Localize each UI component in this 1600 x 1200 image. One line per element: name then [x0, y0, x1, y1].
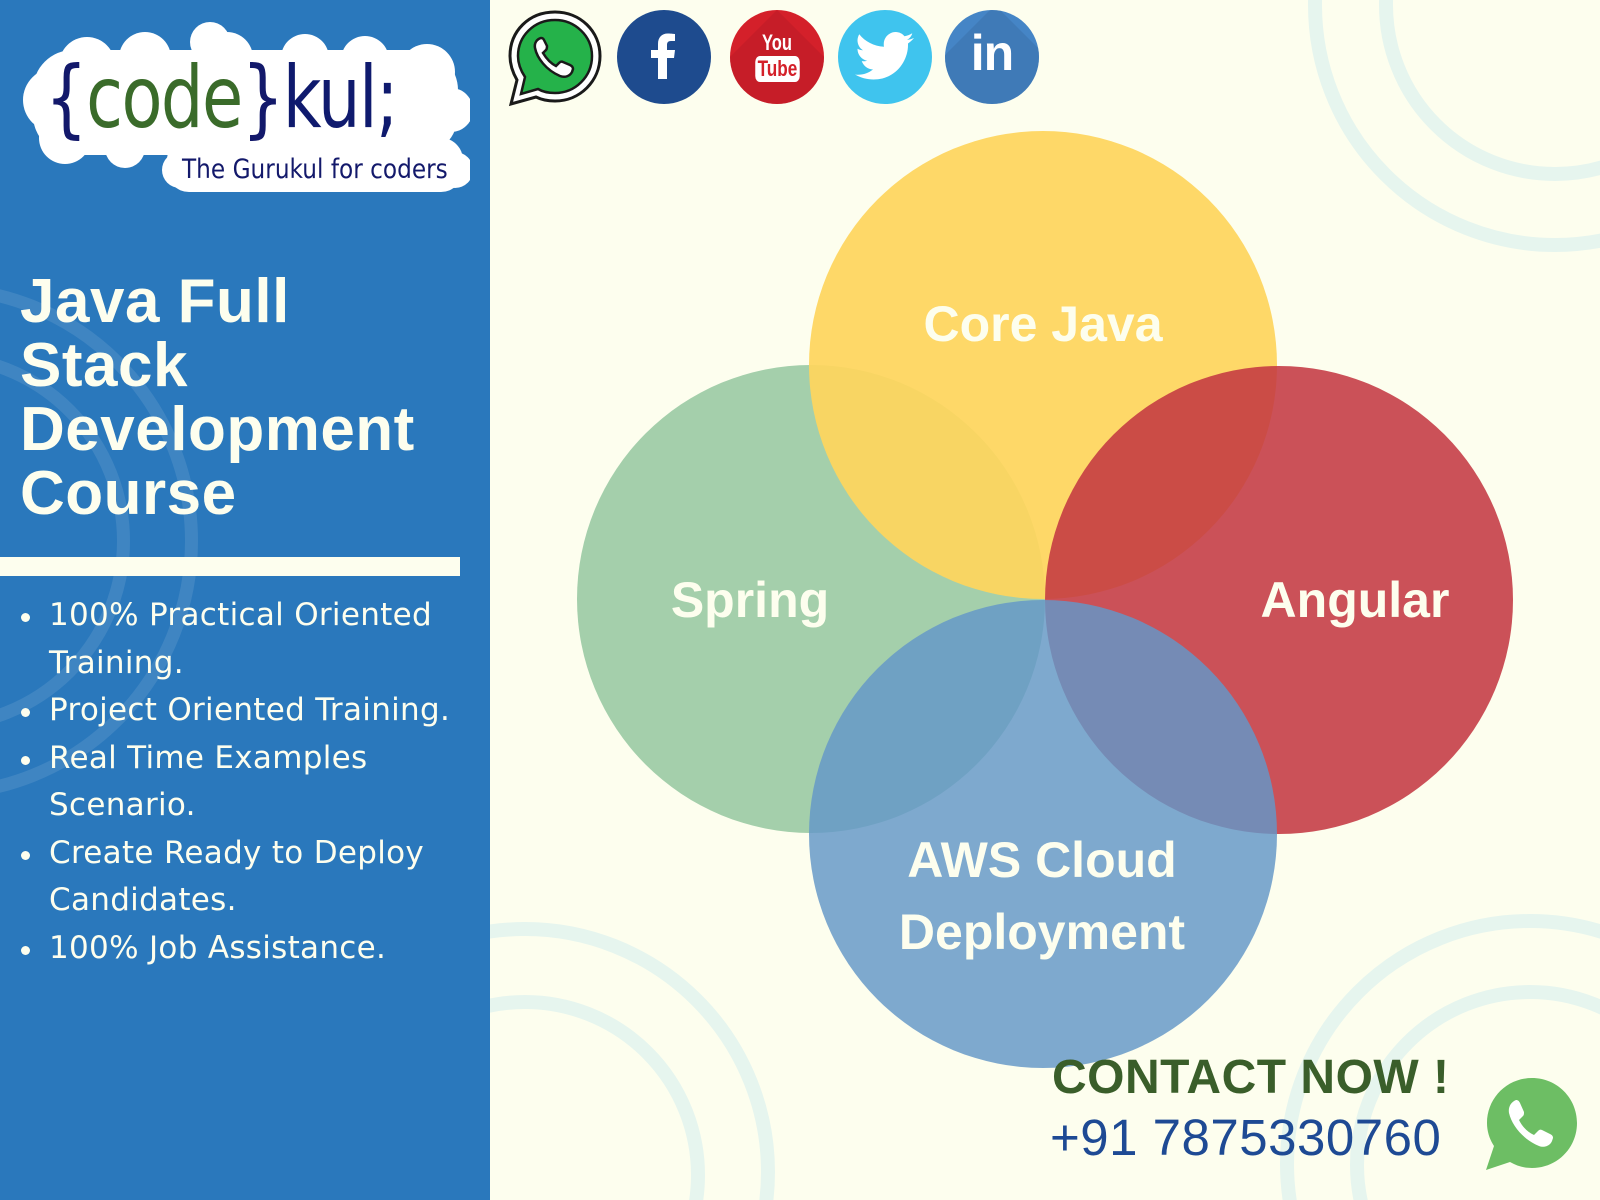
venn-label-spring: Spring: [670, 572, 830, 628]
logo-open-brace: {: [45, 48, 88, 148]
course-title: Java Full Stack Development Course: [20, 270, 480, 526]
codekul-logo[interactable]: {code}kul; The Gurukul for coders: [15, 20, 470, 195]
logo-tagline: The Gurukul for coders: [182, 154, 448, 185]
facebook-button[interactable]: [617, 10, 711, 104]
logo-close-brace: }: [241, 48, 285, 148]
course-title-line: Development: [20, 395, 415, 464]
feature-item: 100% Practical Oriented Training.: [18, 592, 490, 687]
logo-wordmark: {code}kul;: [45, 48, 399, 148]
feature-list: 100% Practical Oriented Training. Projec…: [18, 592, 490, 972]
linkedin-button[interactable]: in: [945, 10, 1039, 104]
decor-ring: [1308, 0, 1600, 252]
venn-label-aws: AWS Cloud Deployment: [870, 824, 1214, 968]
twitter-button[interactable]: [838, 10, 932, 104]
course-title-line: Stack: [20, 331, 188, 400]
sidebar: {code}kul; The Gurukul for coders Java F…: [0, 0, 490, 1200]
venn-label-core-java: Core Java: [923, 296, 1163, 352]
venn-circle-aws: [809, 600, 1277, 1068]
whatsapp-button[interactable]: [505, 8, 605, 108]
whatsapp-icon: [1486, 1078, 1577, 1170]
linkedin-icon: in: [970, 25, 1014, 81]
whatsapp-icon: [508, 10, 602, 107]
feature-item: Project Oriented Training.: [18, 687, 490, 735]
youtube-you-text: You: [762, 30, 792, 55]
feature-item: 100% Job Assistance.: [18, 925, 490, 973]
logo-cloud-shape: [23, 22, 470, 192]
youtube-button[interactable]: You Tube: [730, 10, 824, 104]
youtube-tube-text: Tube: [754, 56, 800, 82]
title-divider: [0, 557, 460, 576]
whatsapp-contact-button[interactable]: [1482, 1074, 1582, 1174]
feature-item: Create Ready to Deploy Candidates.: [18, 830, 490, 925]
course-title-line: Java Full: [20, 267, 290, 336]
youtube-icon: You Tube: [749, 32, 806, 82]
feature-item: Real Time Examples Scenario.: [18, 735, 490, 830]
logo-kul-text: kul;: [282, 48, 399, 148]
contact-title: CONTACT NOW !: [1052, 1051, 1450, 1104]
venn-label-aws-line: AWS Cloud: [907, 832, 1177, 888]
course-title-line: Course: [20, 459, 237, 528]
venn-label-aws-line: Deployment: [898, 904, 1186, 960]
venn-label-angular: Angular: [1260, 572, 1450, 628]
logo-code-text: code: [86, 48, 243, 148]
facebook-icon: [651, 33, 675, 79]
twitter-icon: [855, 32, 914, 80]
contact-phone[interactable]: +91 7875330760: [1050, 1109, 1442, 1166]
